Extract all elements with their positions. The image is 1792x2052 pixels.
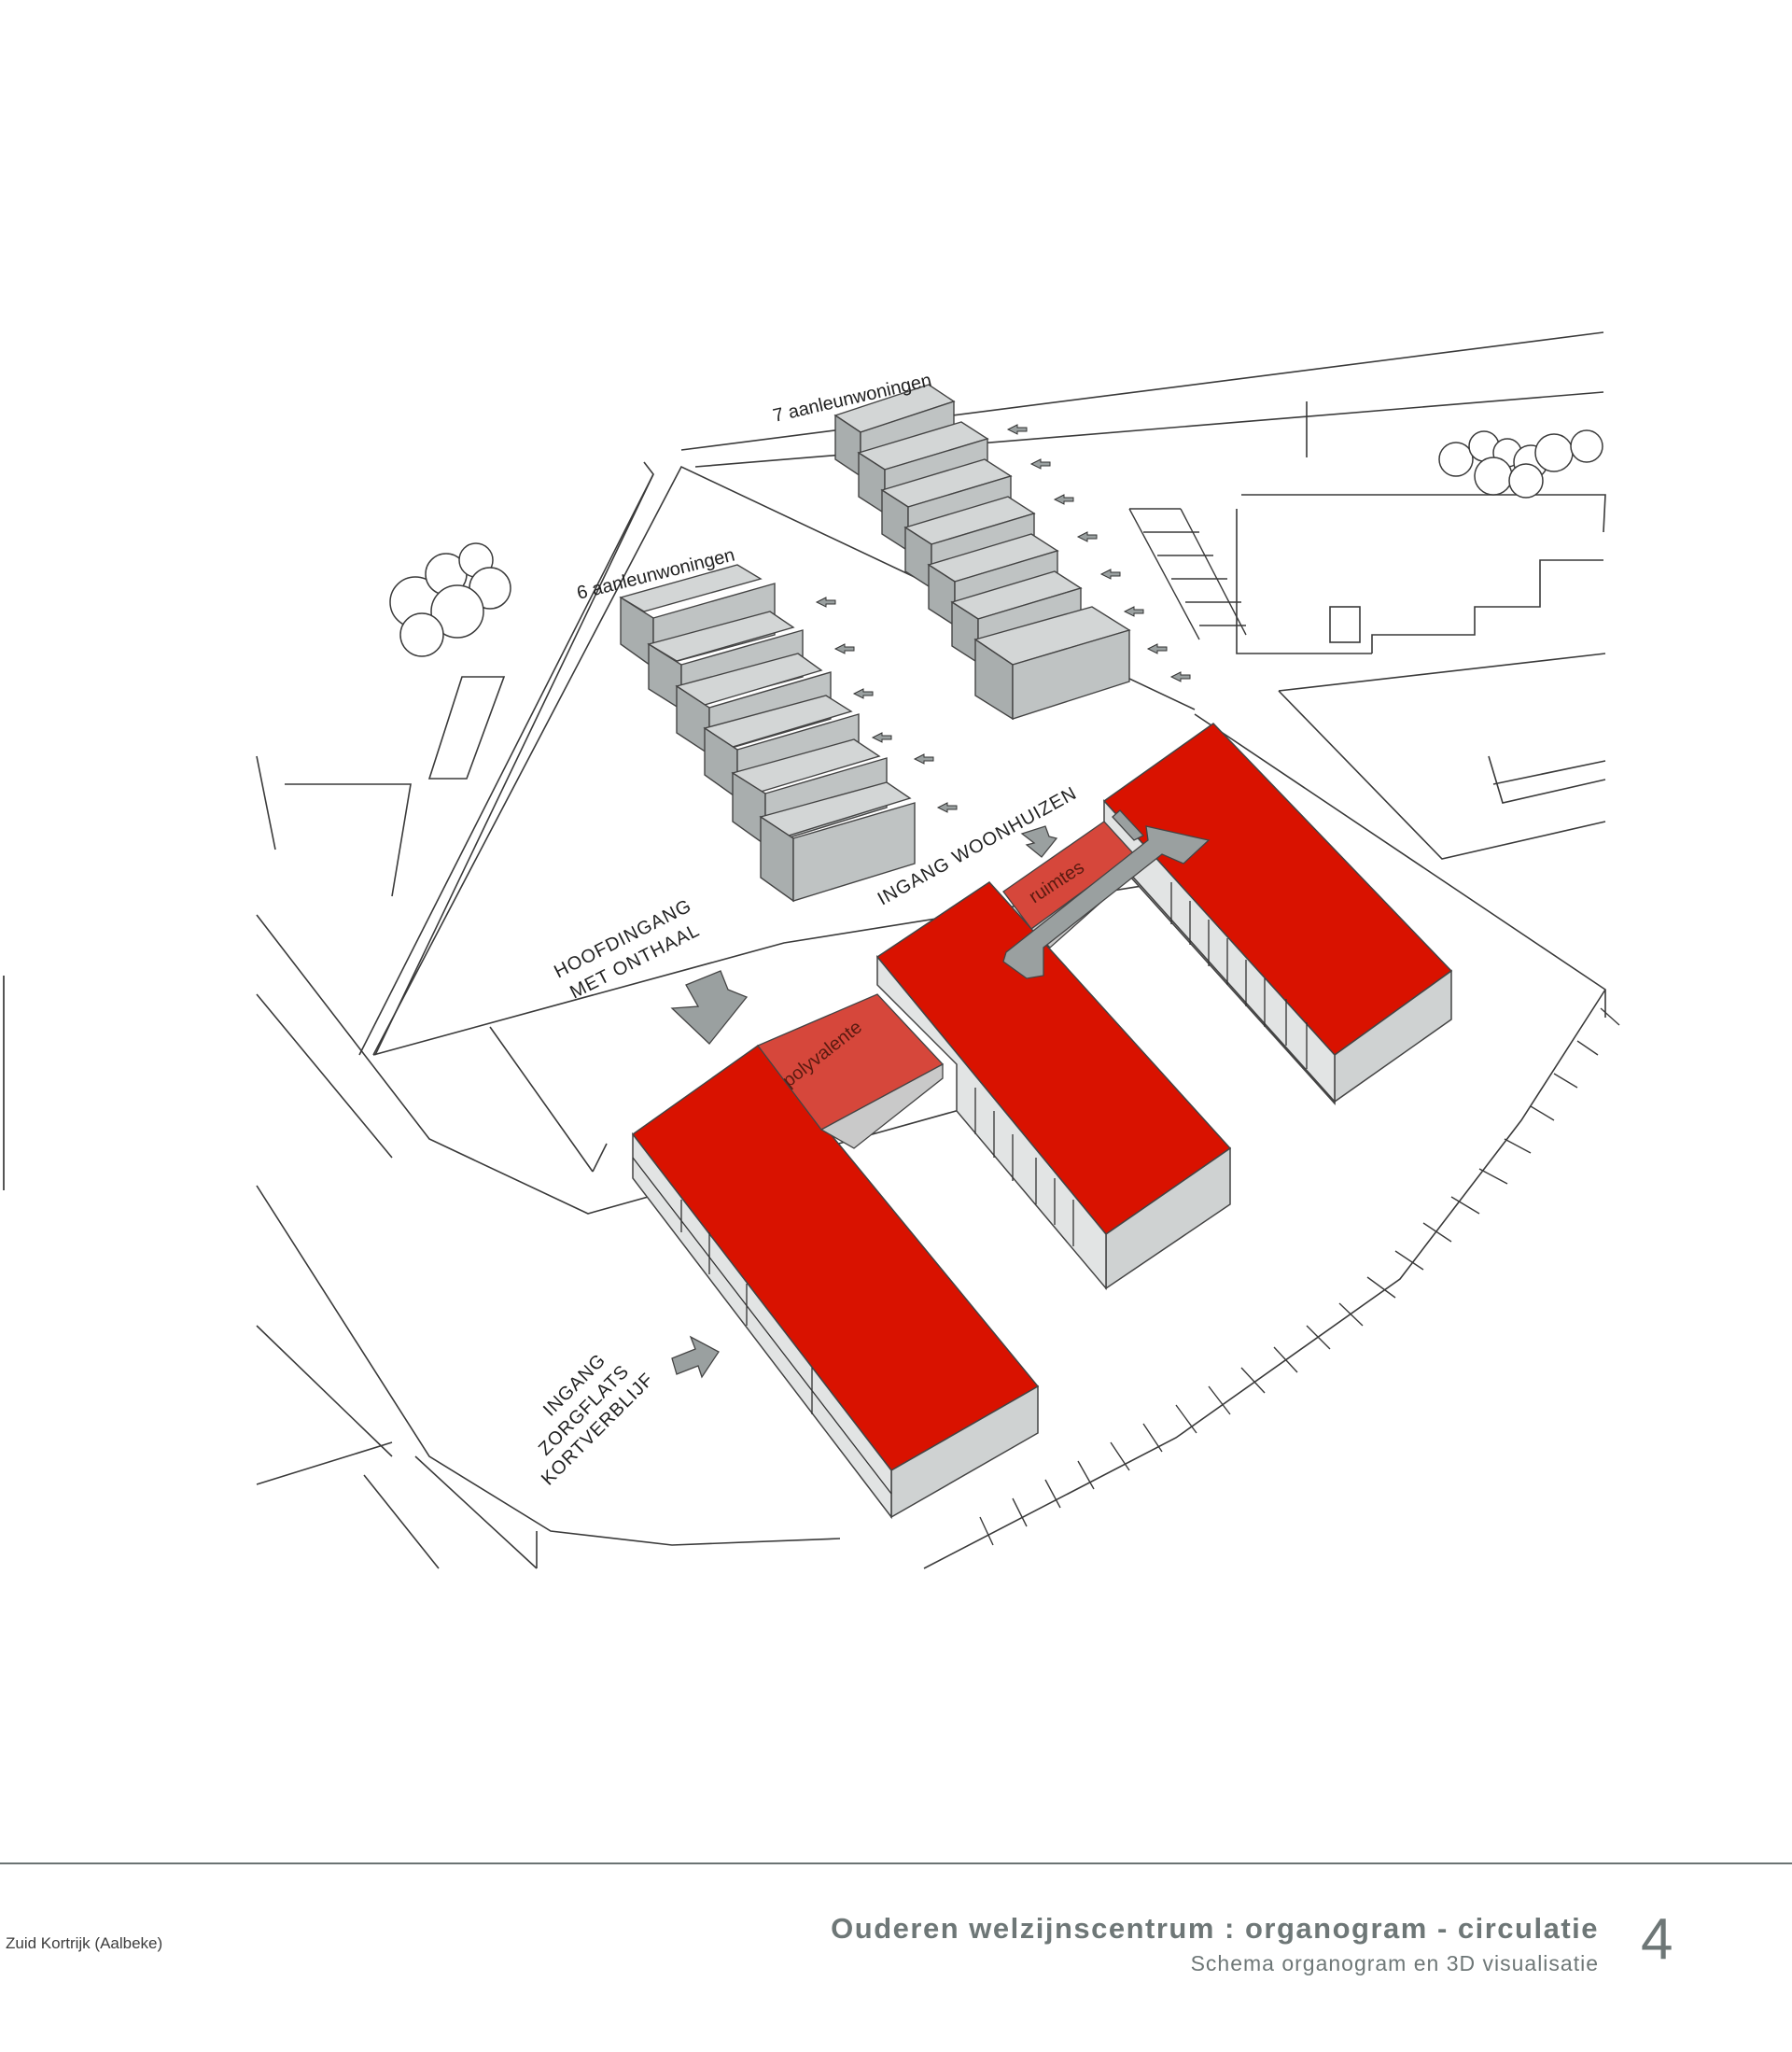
- footer-subtitle: Schema organogram en 3D visualisatie: [1190, 1951, 1599, 1975]
- tree-cluster-right: [1438, 429, 1603, 499]
- tree-cluster-left: [389, 542, 511, 657]
- building-block-right: [1102, 723, 1453, 1105]
- building-window-lines: [632, 882, 1308, 1495]
- page-number: 4: [1641, 1907, 1673, 1972]
- footer-location: Zuid Kortrijk (Aalbeke): [6, 1934, 163, 1952]
- building-block-middle: [875, 881, 1232, 1291]
- parking-stripes: [979, 508, 1620, 1546]
- house-entry-arrows: [815, 424, 1191, 813]
- footer-title: Ouderen welzijnscentrum : organogram - c…: [831, 1912, 1599, 1945]
- house-row-7: [833, 384, 1131, 721]
- left-edge-mark: [0, 976, 5, 1190]
- house-row-6: [619, 564, 916, 903]
- footer-rule: [0, 1862, 1792, 1864]
- link-polyvalente: [756, 993, 945, 1149]
- circulation-arrows: [670, 809, 1211, 1379]
- site-context-lines: [256, 331, 1606, 1569]
